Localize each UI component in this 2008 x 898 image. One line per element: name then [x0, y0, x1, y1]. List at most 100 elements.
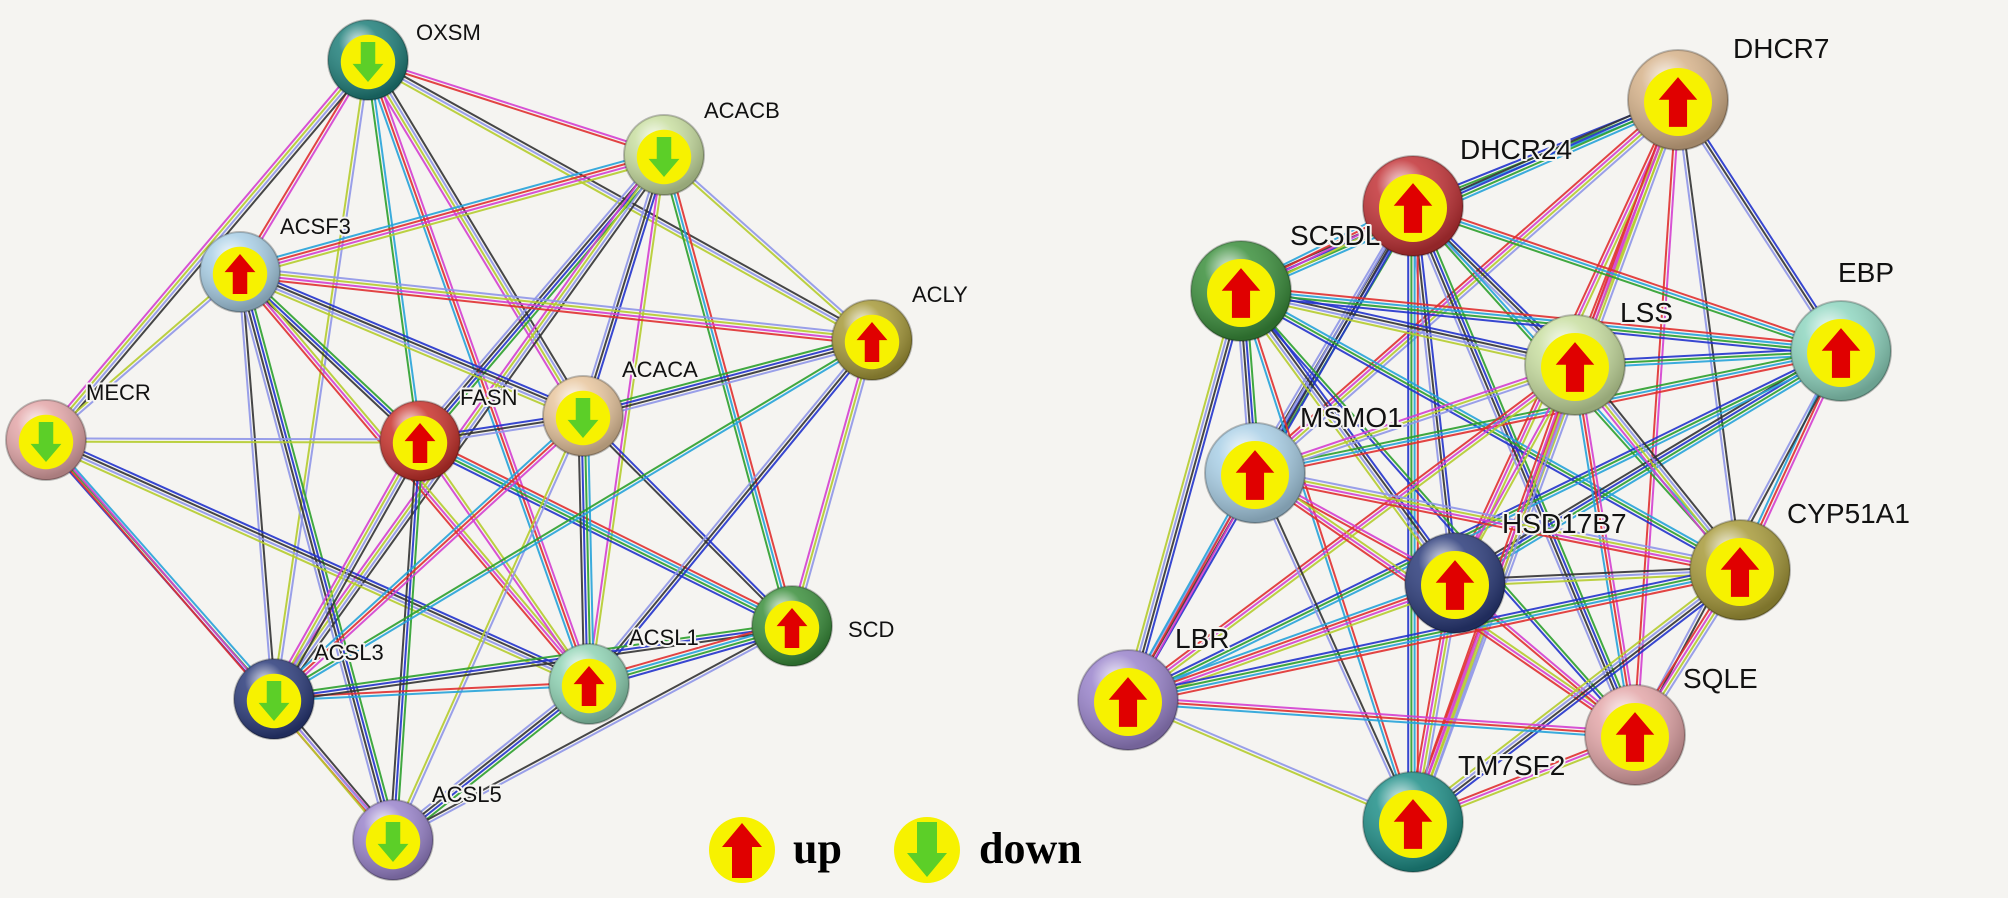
- edge-line: [241, 268, 423, 440]
- legend-down-label: down: [979, 824, 1082, 873]
- edge-line: [664, 153, 874, 340]
- edge-line: [581, 334, 872, 413]
- edge-line: [1254, 473, 1740, 573]
- node-scd[interactable]: SCD: [751, 585, 896, 667]
- edge-line: [1456, 354, 1844, 588]
- up-arrow-icon: [1555, 342, 1595, 392]
- up-arrow-icon: [1658, 77, 1698, 127]
- edge-mecr-acsl1: [43, 434, 592, 690]
- edge-line: [1452, 346, 1840, 580]
- node-oxsm[interactable]: OXSM: [327, 18, 483, 101]
- edge-line: [367, 59, 590, 685]
- node-fasn[interactable]: FASN: [379, 383, 519, 482]
- edge-acaca-acly: [581, 334, 874, 422]
- legend-down-marker: [894, 817, 960, 883]
- edge-hsd17b7-lbr: [1126, 577, 1457, 706]
- edge-line: [240, 271, 277, 699]
- node-acaca[interactable]: ACACA: [542, 355, 700, 457]
- edge-line: [363, 61, 580, 419]
- edge-line: [365, 60, 583, 418]
- edge-line: [1409, 565, 1738, 819]
- node-acly[interactable]: ACLY: [831, 280, 970, 381]
- node-sqle[interactable]: SQLE: [1584, 661, 1760, 786]
- node-lss[interactable]: LSS: [1524, 295, 1675, 416]
- edge-line: [1635, 100, 1681, 736]
- node-msmo1[interactable]: MSMO1: [1204, 400, 1405, 524]
- edge-line: [1410, 206, 1635, 737]
- edge-acsl1-acsl5: [389, 679, 593, 845]
- edge-acaca-acsl1: [577, 415, 595, 685]
- edge-line: [274, 155, 667, 701]
- node-ebp[interactable]: EBP: [1790, 255, 1896, 402]
- node-cyp51a1[interactable]: CYP51A1: [1689, 496, 1912, 621]
- edge-acsf3-fasn: [237, 268, 423, 445]
- edge-line: [44, 270, 240, 440]
- edge-line: [368, 59, 423, 441]
- edge-acaca-scd: [581, 414, 794, 628]
- edge-line: [1253, 476, 1740, 576]
- edge-line: [47, 434, 592, 681]
- edge-line: [1126, 564, 1740, 697]
- edge-line: [275, 417, 586, 703]
- node-tm7sf2[interactable]: TM7SF2: [1362, 748, 1567, 873]
- edge-line: [1240, 291, 1575, 368]
- edge-lbr-tm7sf2: [1126, 697, 1415, 825]
- node-acsf3[interactable]: ACSF3: [199, 212, 353, 313]
- edge-line: [365, 60, 420, 442]
- edge-line: [44, 440, 589, 687]
- node-label-acaca: ACACA: [622, 357, 698, 382]
- edge-line: [1255, 367, 1577, 477]
- edge-line: [422, 157, 669, 445]
- node-dhcr24[interactable]: DHCR24: [1362, 132, 1574, 257]
- edge-line: [1127, 580, 1455, 700]
- up-arrow-icon: [1615, 712, 1655, 762]
- edge-dhcr24-sqle: [1407, 203, 1641, 738]
- edge-sc5dl-ebp: [1240, 285, 1842, 357]
- edge-line: [590, 341, 876, 687]
- edge-line: [1241, 288, 1842, 351]
- node-label-msmo1: MSMO1: [1300, 402, 1403, 433]
- node-dhcr7[interactable]: DHCR7: [1627, 31, 1831, 151]
- edge-line: [1127, 702, 1635, 740]
- edge-line: [1125, 361, 1574, 699]
- edge-line: [1253, 98, 1678, 473]
- node-lbr[interactable]: LBR: [1077, 621, 1231, 751]
- edge-line: [391, 681, 589, 840]
- edge-line: [241, 158, 666, 278]
- node-acsl5[interactable]: ACSL5: [352, 780, 504, 881]
- up-arrow-icon: [1221, 268, 1261, 318]
- edge-line: [1127, 699, 1636, 736]
- edge-line: [45, 440, 420, 444]
- edge-line: [583, 415, 592, 684]
- node-hsd17b7[interactable]: HSD17B7: [1404, 506, 1629, 634]
- edge-line: [1632, 99, 1678, 735]
- node-acsl3[interactable]: ACSL3: [233, 638, 386, 740]
- edge-acacb-scd: [659, 153, 797, 628]
- edge-line: [1122, 289, 1238, 699]
- edge-fasn-scd: [417, 435, 795, 632]
- edge-line: [1413, 202, 1843, 349]
- edge-line: [1255, 471, 1416, 822]
- down-arrow-icon: [567, 398, 599, 438]
- legend-up-label: up: [793, 824, 842, 873]
- edge-line: [41, 56, 366, 438]
- edge-line: [395, 441, 425, 841]
- edge-oxsm-acaca: [363, 57, 588, 419]
- node-acsl1[interactable]: ACSL1: [548, 623, 701, 725]
- node-mecr[interactable]: MECR: [5, 378, 153, 481]
- node-acacb[interactable]: ACACB: [623, 96, 782, 196]
- edge-acly-scd: [787, 338, 877, 628]
- edge-line: [273, 625, 793, 700]
- edge-line: [365, 61, 871, 344]
- edge-acly-acsl3: [272, 337, 874, 702]
- edge-line: [1127, 567, 1740, 700]
- edge-line: [794, 340, 877, 628]
- edge-line: [578, 153, 662, 416]
- edge-line: [240, 155, 665, 275]
- edge-line: [1128, 583, 1456, 703]
- edge-line: [388, 440, 418, 840]
- edge-line: [1253, 361, 1575, 471]
- node-sc5dl[interactable]: SC5DL: [1190, 218, 1382, 342]
- edge-acsl3-scd: [273, 621, 793, 704]
- edge-line: [239, 271, 421, 442]
